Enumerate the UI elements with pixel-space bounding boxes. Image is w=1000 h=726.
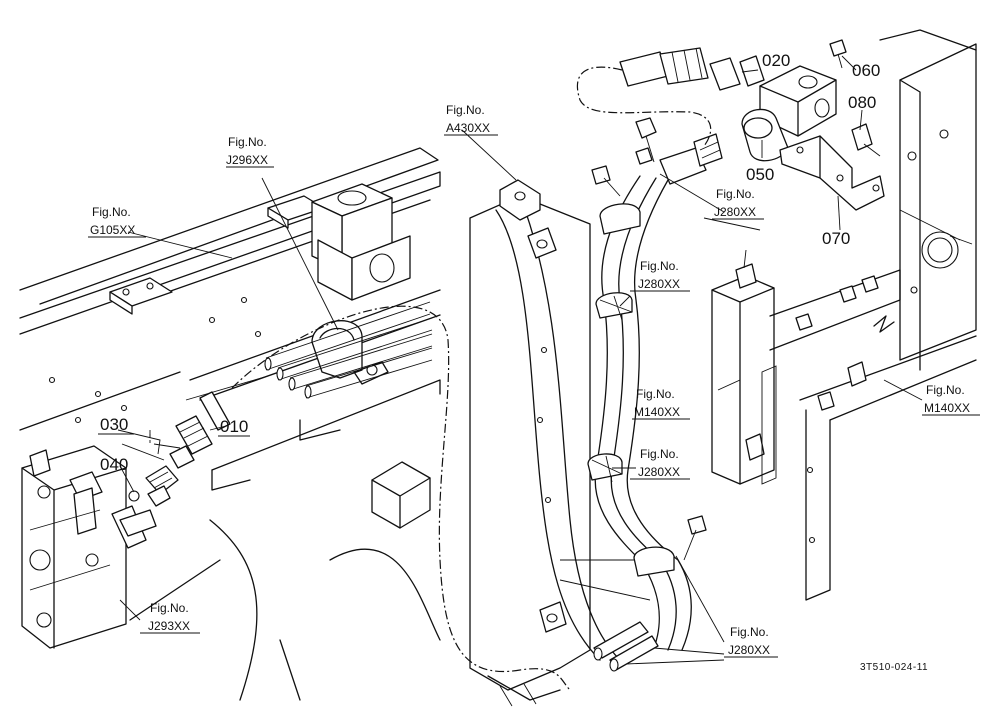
hose-route-left — [231, 305, 571, 691]
label-m140-right: Fig.No. M140XX — [922, 383, 980, 416]
label-j280-upper: Fig.No. J280XX — [630, 259, 690, 292]
part-number-030: 030 — [100, 415, 128, 434]
leader-lines — [119, 55, 923, 665]
left-frame-assembly — [19, 147, 441, 701]
svg-text:Fig.No.: Fig.No. — [640, 259, 679, 273]
svg-text:Fig.No.: Fig.No. — [446, 103, 485, 117]
part-number-070: 070 — [822, 229, 850, 248]
svg-text:Fig.No.: Fig.No. — [636, 387, 675, 401]
label-m140-left: Fig.No. M140XX — [632, 387, 690, 420]
hose-route-top — [576, 66, 712, 147]
svg-text:Fig.No.: Fig.No. — [926, 383, 965, 397]
svg-text:J293XX: J293XX — [148, 619, 190, 633]
svg-text:Fig.No.: Fig.No. — [640, 447, 679, 461]
svg-text:J280XX: J280XX — [638, 277, 680, 291]
drawing-code: 3T510-024-11 — [860, 662, 928, 673]
svg-text:Fig.No.: Fig.No. — [716, 187, 755, 201]
label-j280-top: Fig.No. J280XX — [712, 187, 764, 220]
coupler-valve-assembly — [619, 39, 885, 211]
part-number-050: 050 — [746, 165, 774, 184]
label-g105: Fig.No. G105XX — [88, 205, 146, 238]
svg-text:G105XX: G105XX — [90, 223, 135, 237]
svg-text:J280XX: J280XX — [638, 465, 680, 479]
svg-text:M140XX: M140XX — [924, 401, 970, 415]
svg-text:M140XX: M140XX — [634, 405, 680, 419]
part-number-080: 080 — [848, 93, 876, 112]
part-number-010: 010 — [220, 417, 248, 436]
label-j293: Fig.No. J293XX — [140, 601, 200, 634]
svg-text:J280XX: J280XX — [728, 643, 770, 657]
svg-text:Fig.No.: Fig.No. — [228, 135, 267, 149]
fender-panel-assembly — [469, 179, 660, 707]
svg-text:J296XX: J296XX — [226, 153, 268, 167]
svg-text:A430XX: A430XX — [446, 121, 490, 135]
label-j280-mid: Fig.No. J280XX — [630, 447, 690, 480]
part-number-040: 040 — [100, 455, 128, 474]
label-a430: Fig.No. A430XX — [444, 103, 498, 136]
right-frame-assembly — [711, 29, 977, 601]
svg-text:Fig.No.: Fig.No. — [150, 601, 189, 615]
center-hose-assembly — [587, 117, 723, 672]
part-number-020: 020 — [762, 51, 790, 70]
label-j296: Fig.No. J296XX — [226, 135, 274, 168]
part-number-060: 060 — [852, 61, 880, 80]
svg-text:J280XX: J280XX — [714, 205, 756, 219]
group-bracket-030 — [117, 429, 161, 455]
svg-text:Fig.No.: Fig.No. — [92, 205, 131, 219]
label-j280-bottom: Fig.No. J280XX — [724, 625, 778, 658]
svg-text:Fig.No.: Fig.No. — [730, 625, 769, 639]
